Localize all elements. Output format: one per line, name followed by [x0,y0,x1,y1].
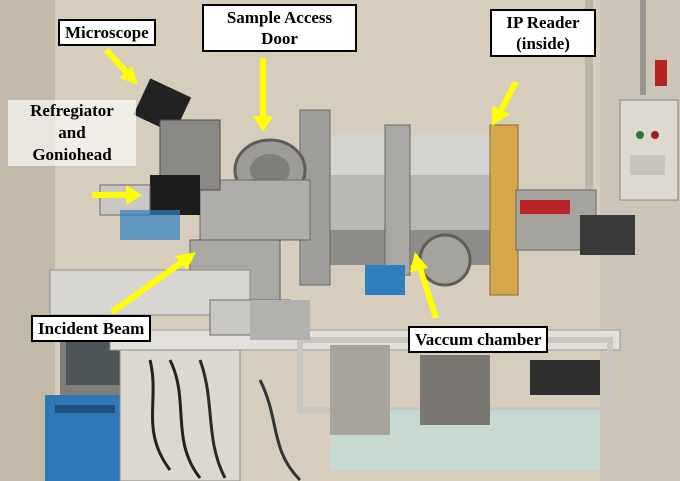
label-sample-access-door-line2: Door [261,29,298,48]
annotation-arrows [92,47,519,319]
label-vaccum-chamber: Vaccum chamber [408,326,549,353]
brass-flange [489,124,519,296]
arrow-ip-reader [492,80,519,126]
pipe [640,0,646,95]
label-ip-reader-line1: IP Reader [506,13,580,32]
arrow-vaccum-chamber [410,252,439,319]
warning-lamp [655,60,667,86]
label-refregiator-line2: and [58,123,86,142]
goniohead [150,175,200,215]
blue-box [365,265,405,295]
arrow-refregiator [92,185,142,205]
motor [580,215,635,255]
control-box [619,99,679,201]
label-sample-access-door: Sample Access Door [202,4,357,52]
label-ip-reader: IP Reader (inside) [490,9,596,57]
arrow-sample-access-door [253,58,273,132]
label-incident-beam: Incident Beam [31,315,152,342]
label-refregiator-line3: Goniohead [32,145,112,164]
label-microscope: Microscope [58,19,156,46]
label-refregiator-line1: Refregiator [30,101,114,120]
label-sample-access-door-line1: Sample Access [226,8,333,27]
label-ip-reader-line2: (inside) [516,34,570,53]
arrow-microscope [103,47,138,85]
label-refregiator-goniohead: Refregiator and Goniohead [8,100,136,166]
arrow-incident-beam [110,252,196,315]
